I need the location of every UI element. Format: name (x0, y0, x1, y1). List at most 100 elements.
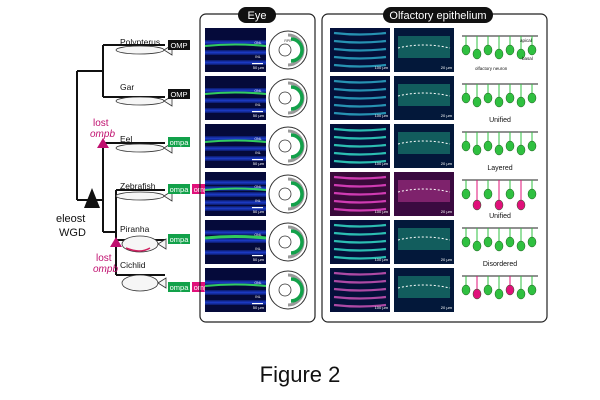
schematic-neuron-zebrafish-4 (505, 188, 515, 200)
schematic-apical-label: apical (520, 38, 532, 43)
eye-layer-inl-cichlid: INL (255, 295, 261, 299)
olfactory-pattern-label-cichlid: Disordered (483, 261, 517, 268)
schematic-neuron-gar-0 (461, 92, 471, 104)
eye-layer-onl-eel: ONL (254, 137, 261, 141)
olfactory-scale-low-polypterus: 100 µm (375, 65, 389, 70)
fish-illustration-piranha (121, 235, 159, 253)
species-name-piranha: Piranha (120, 224, 150, 234)
fish-illustration-cichlid (121, 274, 159, 292)
eye-green-signal-eel (204, 139, 267, 143)
olfactory-highmag-zebrafish (394, 172, 454, 216)
olfactory-lamella-polypterus-1 (333, 39, 387, 44)
eye-layer-inl-piranha: INL (255, 247, 261, 251)
fish-illustration-polypterus (115, 45, 165, 55)
eye-nuclear-band-piranha-2 (205, 250, 266, 255)
schematic-neuron-piranha-6 (527, 236, 537, 248)
eye-layer-inl-eel: INL (255, 151, 261, 155)
olfactory-lamella-piranha-2 (333, 239, 387, 244)
gene-badge-ompa-piranha (168, 234, 190, 244)
eye-nuclear-band-piranha-1 (205, 238, 266, 243)
olfactory-scale-high-gar: 20 µm (441, 113, 453, 118)
eye-schematic-lens-zebrafish (278, 187, 292, 201)
eye-green-signal-piranha (204, 235, 267, 240)
fish-illustration-eel (115, 143, 165, 153)
olfactory-epithelium-cichlid (398, 276, 450, 298)
eye-nuclear-band-eel-0 (205, 136, 266, 141)
fish-red-belly-piranha (125, 247, 151, 252)
eye-nuclear-band-cichlid-1 (205, 290, 266, 295)
olfactory-lamella-polypterus-0 (333, 31, 387, 36)
olfactory-scale-high-piranha: 20 µm (441, 257, 453, 262)
olfactory-pattern-label-piranha: Unified (489, 213, 511, 220)
olfactory-scale-high-cichlid: 20 µm (441, 305, 453, 310)
eye-green-signal-zebrafish (204, 187, 267, 191)
olfactory-lamella-eel-1 (333, 135, 387, 140)
olfactory-lamella-piranha-1 (333, 231, 387, 236)
schematic-neuron-polypterus-5 (516, 48, 526, 60)
eye-scalebar-polypterus (252, 63, 263, 65)
olfactory-lamella-gar-4 (333, 111, 387, 116)
eye-scalebar-zebrafish (252, 207, 263, 209)
eye-nuclear-band-polypterus-1 (205, 50, 266, 55)
schematic-neuron-cichlid-0 (461, 284, 471, 296)
schematic-neuron-cichlid-4 (505, 284, 515, 296)
eye-scalebar-piranha (252, 255, 263, 257)
olfactory-panel-title: Olfactory epithelium (389, 10, 486, 22)
gene-label-ompa-zebrafish: ompa (170, 185, 190, 194)
eye-layer-onl-polypterus: ONL (254, 41, 261, 45)
schematic-neuron-piranha-3 (494, 240, 504, 252)
olfactory-dotted-boundary-polypterus (397, 44, 451, 49)
schematic-neuron-piranha-1 (472, 240, 482, 252)
schematic-neuron-gar-4 (505, 92, 515, 104)
eye-layer-inl-gar: INL (255, 103, 261, 107)
olfactory-dotted-boundary-piranha (397, 236, 451, 241)
eye-schematic-green-polypterus (290, 37, 304, 63)
schematic-neuron-gar-3 (494, 96, 504, 108)
eye-schematic-green-cichlid (290, 277, 304, 303)
olfactory-scale-high-zebrafish: 20 µm (441, 209, 453, 214)
olfactory-scale-low-eel: 100 µm (375, 161, 389, 166)
eye-schematic-lens-piranha (278, 235, 292, 249)
schematic-neuron-zebrafish-3 (494, 199, 504, 211)
olfactory-lamella-gar-2 (333, 95, 387, 100)
schematic-neuron-zebrafish-0 (461, 188, 471, 200)
eye-scale-cichlid: 50 µm (253, 305, 265, 310)
olfactory-title-pill (383, 7, 493, 23)
eye-nuclear-band-gar-0 (205, 88, 266, 93)
species-name-eel: Eel (120, 134, 132, 144)
gene-label-omp-polypterus: OMP (170, 41, 187, 50)
gene-label-omp-gar: OMP (170, 90, 187, 99)
schematic-neuron-piranha-5 (516, 240, 526, 252)
olfactory-lamella-cichlid-0 (333, 271, 387, 276)
gene-badge-omp-gar (168, 89, 190, 99)
species-name-gar: Gar (120, 82, 134, 92)
schematic-neuron-cichlid-6 (527, 284, 537, 296)
eye-layer-onl-zebrafish: ONL (254, 185, 261, 189)
schematic-neuron-eel-6 (527, 140, 537, 152)
olfactory-lamella-zebrafish-2 (333, 191, 387, 196)
olfactory-lamella-polypterus-2 (333, 47, 387, 52)
species-name-polypterus: Polypterus (120, 37, 160, 47)
fish-illustration-gar (115, 96, 165, 106)
fish-tail-cichlid (157, 277, 167, 289)
olfactory-lamella-piranha-3 (333, 247, 387, 252)
loss-marker-piranha (110, 237, 122, 247)
olfactory-highmag-gar (394, 76, 454, 120)
gene-badge-ompb-zebrafish (192, 184, 214, 194)
schematic-neuron-eel-2 (483, 140, 493, 152)
schematic-neuron-eel-3 (494, 144, 504, 156)
eye-scale-gar: 50 µm (253, 113, 265, 118)
olfactory-pattern-label-zebrafish: Layered (487, 165, 512, 172)
olfactory-lamella-cichlid-4 (333, 303, 387, 308)
olfactory-lamella-eel-0 (333, 127, 387, 132)
olfactory-dotted-boundary-cichlid (397, 284, 451, 289)
eye-scalebar-cichlid (252, 303, 263, 305)
olfactory-scale-high-polypterus: 20 µm (441, 65, 453, 70)
eye-nuclear-band-zebrafish-4 (205, 206, 266, 211)
olfactory-lamella-piranha-4 (333, 255, 387, 260)
olfactory-highmag-polypterus (394, 28, 454, 72)
eye-nuclear-band-zebrafish-2 (205, 192, 266, 197)
